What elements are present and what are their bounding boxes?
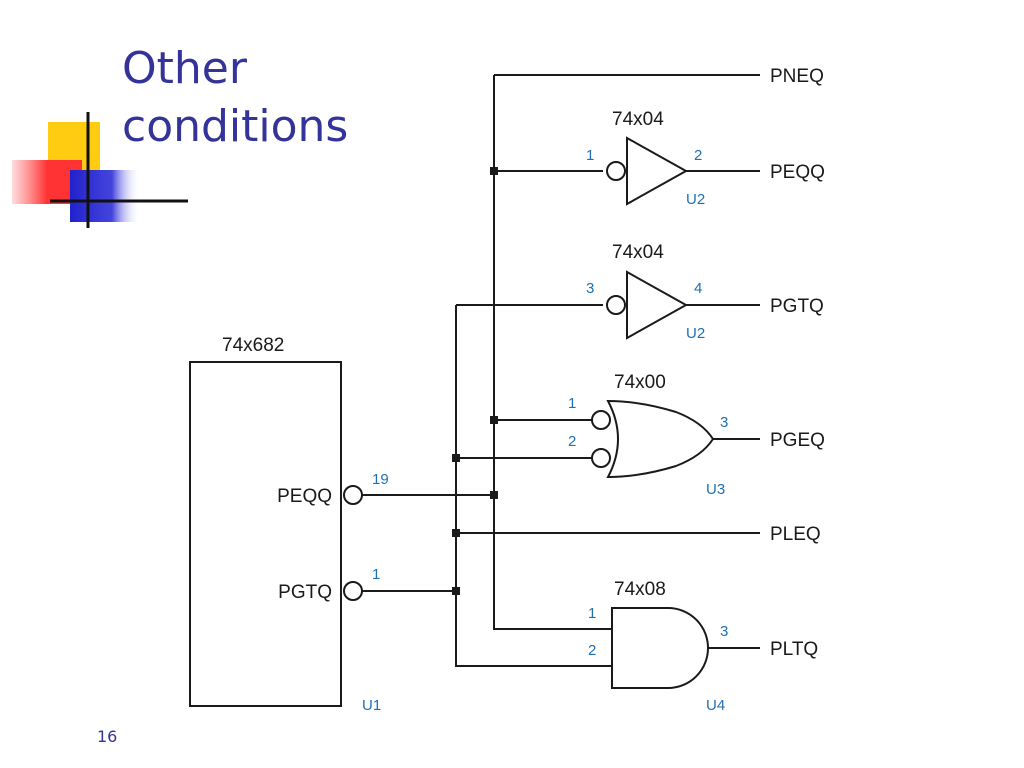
output-label-peqq: PEQQ: [770, 162, 825, 183]
junction-dot: [490, 167, 498, 175]
or-gate-in2-pin: 2: [568, 433, 576, 450]
output-label-pleq: PLEQ: [770, 524, 821, 545]
and-gate-ref: U4: [706, 697, 725, 714]
pgtq-output-bubble: [343, 581, 363, 601]
and-gate-body: [611, 607, 709, 689]
output-label-pltq: PLTQ: [770, 639, 818, 660]
inverter-2-part-label: 74x04: [612, 242, 664, 263]
junction-dot: [452, 587, 460, 595]
ornament-blue-square: [70, 170, 140, 222]
inverter-1-out-pin: 2: [694, 147, 702, 164]
or-gate-ref: U3: [706, 481, 725, 498]
inverter-1-triangle: [626, 136, 689, 206]
slide-title: Other conditions: [122, 40, 348, 156]
comparator-pin-pgtq-label: PGTQ: [278, 582, 332, 603]
slide-number: 16: [97, 727, 118, 746]
junction-dot: [490, 491, 498, 499]
comparator-ref: U1: [362, 697, 381, 714]
wire-pgtq-bus: [455, 304, 612, 667]
output-label-pgeq: PGEQ: [770, 430, 825, 451]
junction-dot: [490, 416, 498, 424]
inverter-2-in-pin: 3: [586, 280, 594, 297]
and-gate-part-label: 74x08: [614, 579, 666, 600]
and-gate-in2-pin: 2: [588, 642, 596, 659]
slide-title-line-1: Other: [122, 43, 247, 94]
comparator-part-label: 74x682: [222, 335, 284, 356]
peqq-output-bubble: [343, 485, 363, 505]
or-gate-bubble-2: [591, 448, 611, 468]
and-gate-out-pin: 3: [720, 623, 728, 640]
slide-ornament: [12, 112, 188, 228]
inverter-1-in-pin: 1: [586, 147, 594, 164]
comparator-pin-peqq-num: 19: [372, 471, 389, 488]
or-gate-out-pin: 3: [720, 414, 728, 431]
inverter-1-ref: U2: [686, 191, 705, 208]
inverter-1-part-label: 74x04: [612, 109, 664, 130]
inverter-2-ref: U2: [686, 325, 705, 342]
slide-title-line-2: conditions: [122, 101, 349, 152]
output-label-pneq: PNEQ: [770, 66, 824, 87]
inverter-2-triangle: [626, 270, 689, 340]
or-gate-in1-pin: 1: [568, 395, 576, 412]
inverter-2-out-pin: 4: [694, 280, 702, 297]
junction-dots: [452, 167, 498, 595]
junction-dot: [452, 454, 460, 462]
comparator-pin-pgtq-num: 1: [372, 566, 380, 583]
junction-dot: [452, 529, 460, 537]
inverter-1-bubble: [606, 161, 626, 181]
or-gate-part-label: 74x00: [614, 372, 666, 393]
comparator-box: [189, 361, 342, 707]
inverter-2-bubble: [606, 295, 626, 315]
and-gate-in1-pin: 1: [588, 605, 596, 622]
or-gate-body: [606, 399, 715, 479]
or-gate-bubble-1: [591, 410, 611, 430]
wire-pneq-bus: [493, 74, 760, 630]
output-label-pgtq: PGTQ: [770, 296, 824, 317]
comparator-pin-peqq-label: PEQQ: [277, 486, 332, 507]
